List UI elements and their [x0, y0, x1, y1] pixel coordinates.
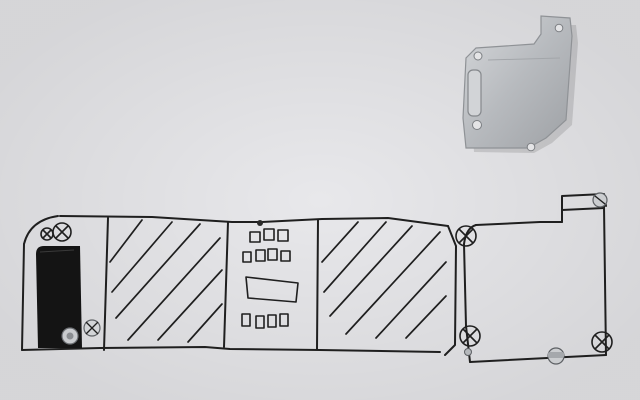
- screw-middle-top: [257, 220, 263, 226]
- screw-marker-left-bottom: [84, 320, 100, 336]
- bracket-hole: [474, 52, 482, 60]
- bracket-hole: [555, 24, 563, 32]
- screw-right-bottom: [548, 348, 564, 364]
- screw-on-pad: [62, 328, 78, 344]
- screw-right-small: [465, 349, 472, 356]
- bracket-hole: [527, 143, 535, 151]
- bracket-hole: [473, 121, 482, 130]
- bracket-slot: [468, 70, 481, 116]
- screw-right-top: [593, 193, 607, 207]
